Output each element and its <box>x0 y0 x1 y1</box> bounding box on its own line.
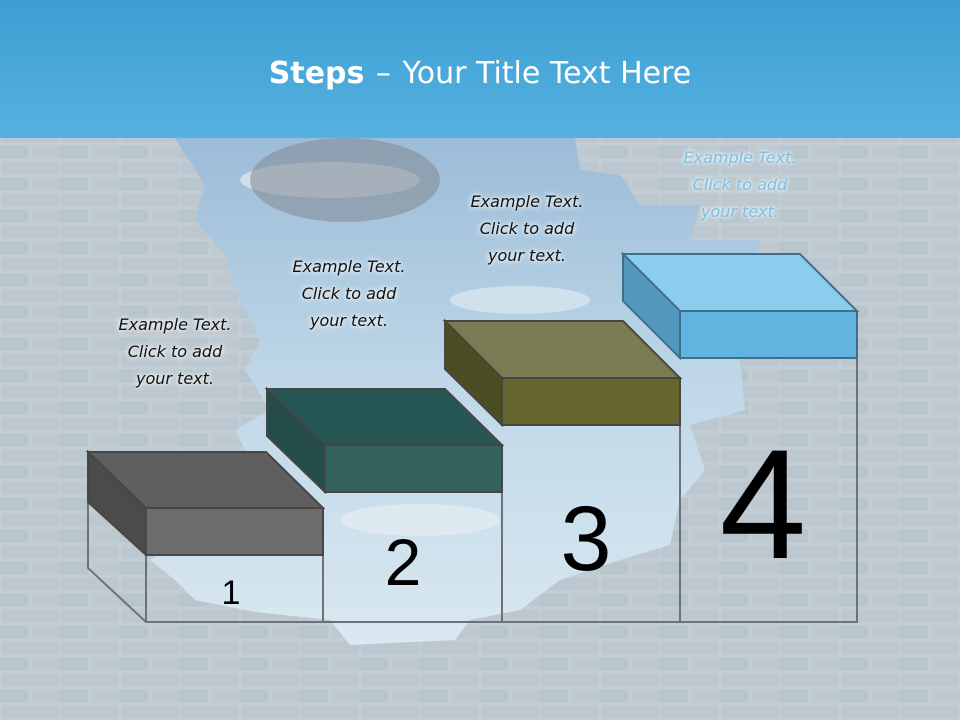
step-2-caption-line-1: Example Text. <box>292 257 406 276</box>
title-rest: Your Title Text Here <box>402 56 692 91</box>
step-block-1[interactable] <box>85 449 326 558</box>
step-2-caption[interactable]: Example Text. Click to add your text. <box>264 253 434 334</box>
step-4-caption[interactable]: Example Text. Click to add your text. <box>655 144 825 225</box>
step-block-3[interactable] <box>442 318 683 428</box>
step-2-caption-line-2: Click to add <box>301 284 397 303</box>
step-number-4: 4 <box>720 418 807 592</box>
dark-shape <box>250 138 440 222</box>
step-block-4[interactable] <box>620 251 860 361</box>
step-3-caption[interactable]: Example Text. Click to add your text. <box>442 188 612 269</box>
step-number-3: 3 <box>560 488 611 590</box>
step-1-caption-line-2: Click to add <box>127 342 223 361</box>
step-number-2: 2 <box>385 525 422 599</box>
step-1-front <box>145 507 324 556</box>
step-3-front <box>501 377 681 426</box>
step-number-1: 1 <box>222 574 241 612</box>
step-4-caption-line-1: Example Text. <box>683 148 797 167</box>
step-2-caption-line-3: your text. <box>309 311 388 330</box>
step-4-caption-line-2: Click to add <box>692 175 788 194</box>
step-1-caption[interactable]: Example Text. Click to add your text. <box>90 311 260 392</box>
step-4-caption-line-3: your text. <box>700 202 779 221</box>
step-2-front <box>324 444 503 493</box>
step-3-caption-line-2: Click to add <box>479 219 575 238</box>
step-1-caption-line-3: your text. <box>135 369 214 388</box>
title-bold: Steps <box>268 56 365 91</box>
step-4-front <box>679 310 858 359</box>
slide-title[interactable]: Steps – Your Title Text Here <box>0 52 960 96</box>
step-1-caption-line-1: Example Text. <box>118 315 232 334</box>
step-3-caption-line-1: Example Text. <box>470 192 584 211</box>
steps-outline <box>87 357 858 623</box>
title-band <box>0 0 960 138</box>
title-separator: – <box>375 56 391 91</box>
step-block-2[interactable] <box>264 386 505 495</box>
step-3-caption-line-3: your text. <box>487 246 566 265</box>
